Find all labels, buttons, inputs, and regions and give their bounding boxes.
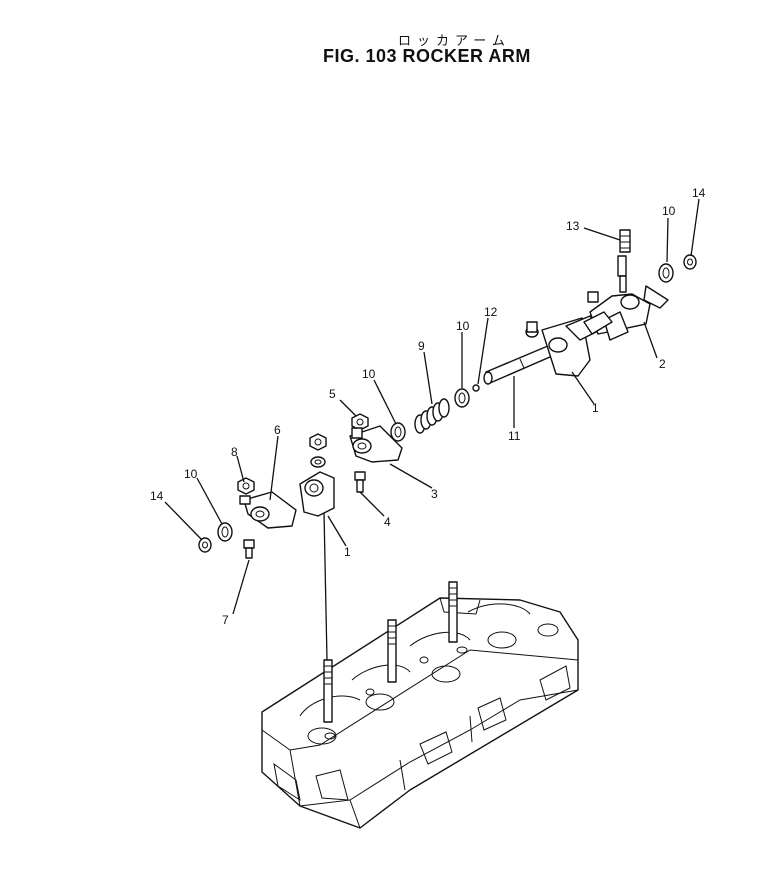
rocker-arm-right [583, 255, 669, 341]
callout-10: 10 [662, 204, 676, 218]
spring-9 [414, 398, 450, 434]
callout-3: 3 [431, 487, 438, 501]
callout-9: 9 [418, 339, 425, 353]
callout-12: 12 [484, 305, 498, 319]
washer-10-middle [454, 388, 470, 408]
rocker-arm-middle-3 [349, 425, 403, 463]
callout-10: 10 [184, 467, 198, 481]
callout-2: 2 [659, 357, 666, 371]
leader-support-to-stud [323, 511, 328, 661]
snap-ring-14-lower-left [198, 537, 212, 553]
washer-10-upper-right [658, 263, 674, 283]
callout-10: 10 [362, 367, 376, 381]
callout-6: 6 [274, 423, 281, 437]
figure-title: FIG. 103 ROCKER ARM [323, 46, 531, 66]
callout-1: 1 [344, 545, 351, 559]
nut-5-upper [309, 433, 327, 451]
bolt-4 [354, 471, 366, 493]
rocker-shaft [483, 339, 567, 385]
callout-10: 10 [456, 319, 470, 333]
adjusting-screw-13 [619, 229, 631, 253]
rocker-arm-left-6 [239, 491, 297, 529]
callout-1: 1 [592, 401, 599, 415]
washer-10-lower-left [217, 522, 233, 542]
callout-7: 7 [222, 613, 229, 627]
callout-14: 14 [150, 489, 164, 503]
callout-5: 5 [329, 387, 336, 401]
nut-5 [351, 413, 369, 431]
bolt-7 [243, 539, 255, 559]
washer-small-upper [310, 456, 326, 468]
ring-12 [472, 384, 480, 392]
leader-lines [164, 198, 700, 615]
snap-ring-14-upper-right [683, 254, 697, 270]
callout-14: 14 [692, 186, 706, 200]
callout-numbers: 14 10 13 2 12 10 9 1 11 10 5 3 4 6 8 10 … [150, 186, 706, 627]
rocker-shaft-bracket-lower [299, 471, 335, 517]
callout-8: 8 [231, 445, 238, 459]
callout-13: 13 [566, 219, 580, 233]
washer-10-lower-middle [390, 422, 406, 442]
nut-8 [237, 477, 255, 495]
cylinder-head [261, 597, 579, 829]
figure-title-japanese: ロッカアーム [398, 34, 511, 49]
cylinder-head-studs [323, 581, 458, 723]
callout-4: 4 [384, 515, 391, 529]
callout-11: 11 [508, 429, 521, 443]
